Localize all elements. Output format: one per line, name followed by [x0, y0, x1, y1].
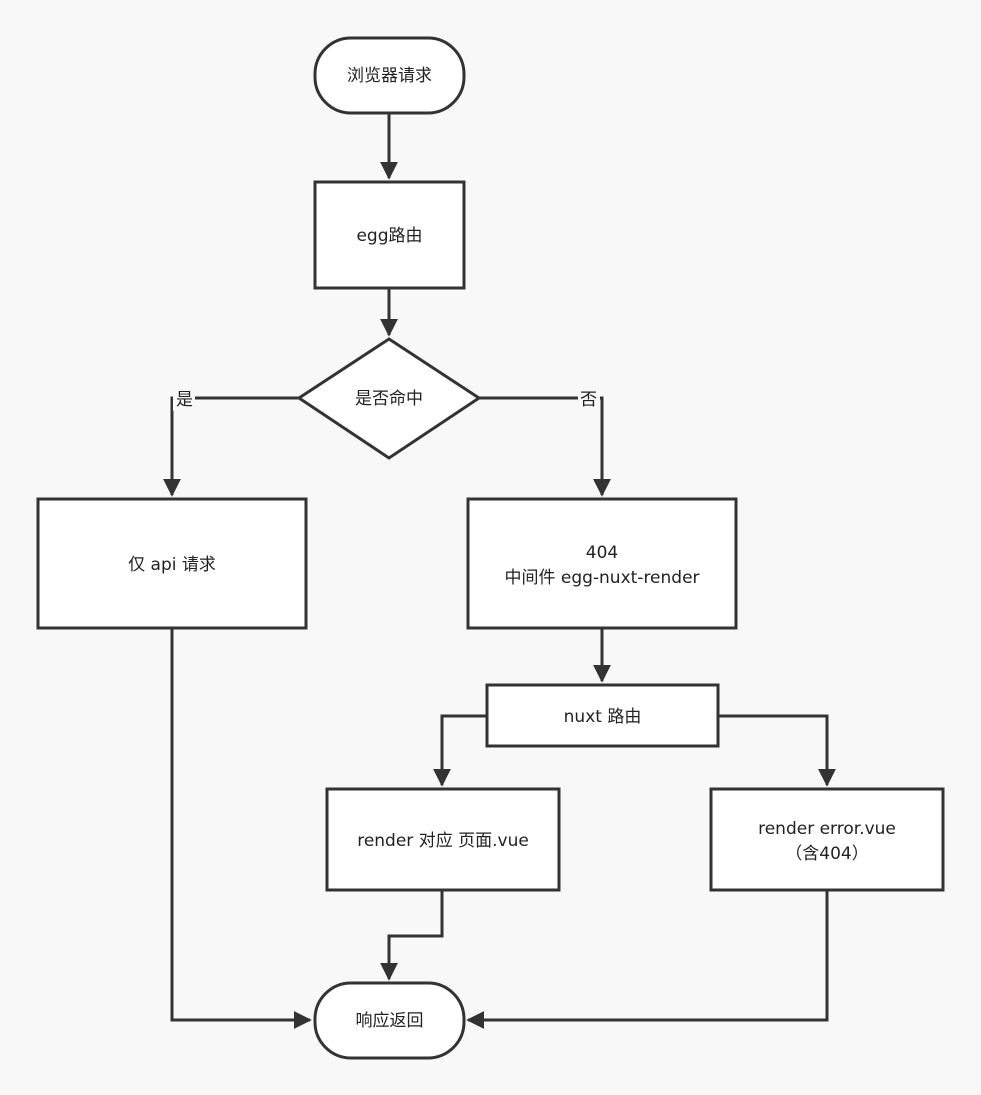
- node-end-label: 响应返回: [356, 1011, 424, 1031]
- node-render-page: render 对应 页面.vue: [325, 787, 561, 892]
- edge-decision-no-to-middleware: [479, 396, 611, 497]
- edge-decision-yes-to-api: [163, 396, 299, 497]
- node-render-error-label-2: （含404）: [785, 844, 868, 864]
- node-egg-router: egg路由: [313, 180, 466, 290]
- node-render-error-label-1: render error.vue: [758, 819, 896, 839]
- edge-api-to-end: [170, 628, 312, 1029]
- edge-render-page-to-end: [380, 890, 444, 981]
- node-start-label: 浏览器请求: [347, 66, 432, 86]
- node-start: 浏览器请求: [313, 36, 466, 115]
- node-api-only: 仅 api 请求: [36, 497, 308, 630]
- edge-labels: 是 否: [173, 387, 600, 411]
- edge-nuxt-router-to-render-error: [718, 714, 836, 787]
- node-end: 响应返回: [313, 981, 466, 1060]
- node-middleware: 404 中间件 egg-nuxt-render: [466, 497, 738, 630]
- node-middleware-label-1: 404: [586, 543, 618, 563]
- node-api-only-label: 仅 api 请求: [128, 555, 216, 575]
- node-decision: 是否命中: [296, 337, 482, 460]
- node-nuxt-router-label: nuxt 路由: [564, 707, 642, 727]
- edge-nuxt-router-to-render-page: [433, 714, 487, 787]
- edges: [163, 113, 836, 1029]
- node-middleware-label-2: 中间件 egg-nuxt-render: [504, 568, 699, 588]
- node-egg-router-label: egg路由: [356, 226, 422, 246]
- node-decision-label: 是否命中: [355, 389, 423, 409]
- edge-label-yes: 是: [176, 390, 193, 410]
- node-nuxt-router: nuxt 路由: [485, 683, 720, 748]
- edge-label-no: 否: [580, 390, 597, 410]
- node-render-page-label: render 对应 页面.vue: [357, 831, 529, 851]
- edge-render-error-to-end: [466, 890, 829, 1029]
- node-render-error: render error.vue （含404）: [709, 787, 945, 892]
